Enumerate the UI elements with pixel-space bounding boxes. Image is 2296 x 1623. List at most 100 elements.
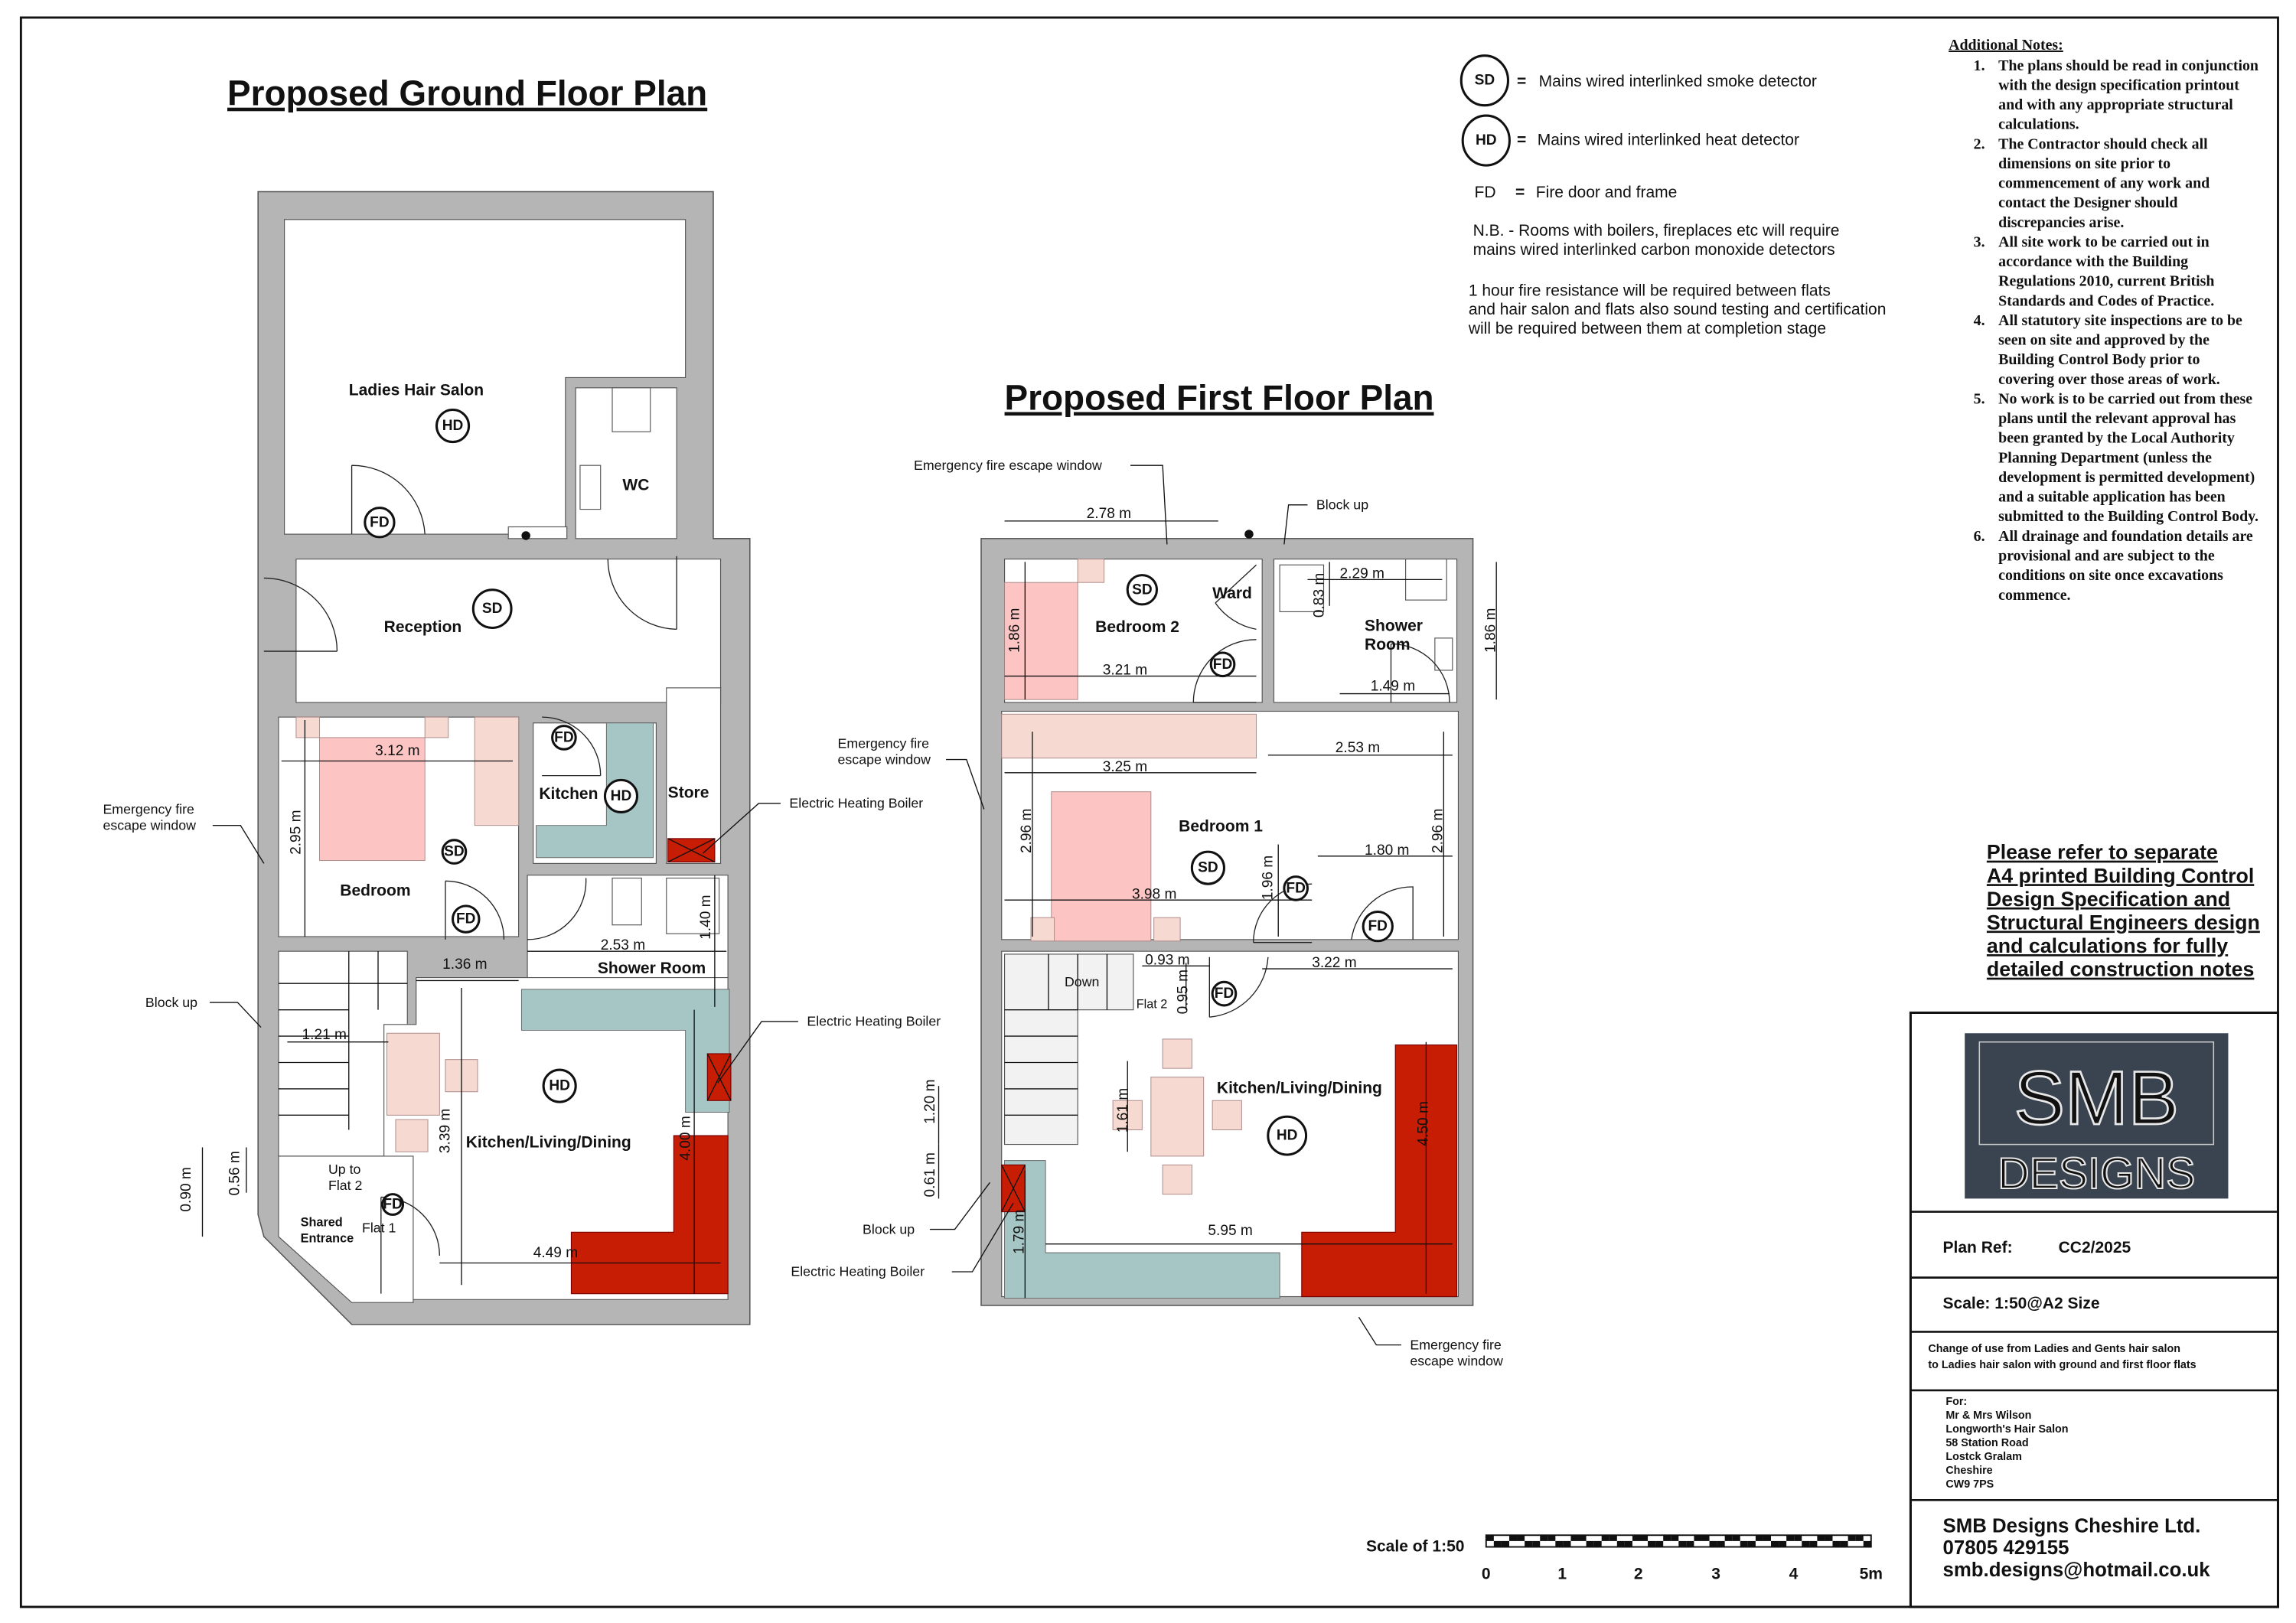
scale-tick-label: 3 [1711, 1566, 1720, 1583]
fire-door[interactable] [445, 880, 505, 940]
dimension-label: 2.78 m [1087, 506, 1131, 522]
wardrobe-door[interactable] [1215, 564, 1257, 631]
boiler-cross-icon [706, 1053, 732, 1101]
scale-tick-label: 4 [1789, 1566, 1799, 1583]
scale-bar-segment [1609, 1535, 1617, 1541]
dimension-label: 3.12 m [375, 743, 419, 759]
bed [1051, 791, 1152, 942]
room-label: Shower Room [598, 960, 706, 977]
stair-label: Down [1065, 974, 1099, 989]
dining-table [1150, 1077, 1205, 1157]
callout-leader [717, 1021, 798, 1084]
dimension-label: 3.21 m [1103, 663, 1147, 679]
legend-nb: mains wired interlinked carbon monoxide … [1473, 241, 1835, 259]
scale-bar-segment [1740, 1540, 1748, 1547]
scale-tick-label: 1 [1557, 1566, 1567, 1583]
scale-bar-segment [1786, 1535, 1795, 1541]
company-phone: 07805 429155 [1943, 1537, 2069, 1559]
dimension-label: 0.56 m [227, 1151, 243, 1195]
dimension-label: 2.53 m [1336, 740, 1380, 756]
client-line: For: [1945, 1396, 1967, 1408]
smoke-detector-icon: SD [482, 601, 503, 617]
callout-label: Electric Heating Boiler [791, 1264, 925, 1279]
dining-chair [1212, 1100, 1242, 1130]
fire-door[interactable] [351, 464, 426, 535]
scale-bar-segment [1486, 1535, 1494, 1541]
callout-label: escape window [103, 817, 196, 833]
scale-bar-segment [1755, 1535, 1763, 1541]
side-table [395, 1119, 429, 1152]
kitchen-worktop [536, 722, 654, 859]
dimension-label: 0.93 m [1145, 952, 1189, 968]
scale-bar-segment [1855, 1535, 1864, 1541]
door[interactable] [607, 556, 677, 631]
refer-line: and calculations for fully [1987, 934, 2228, 957]
fire-door-icon: FD [383, 1197, 402, 1213]
logo-smb: SMB [2014, 1056, 2179, 1141]
heat-detector-icon: HD [549, 1078, 570, 1094]
plan-ref-value: CC2/2025 [2059, 1239, 2131, 1256]
dimension-label: 5.95 m [1208, 1223, 1252, 1239]
door[interactable] [263, 577, 338, 652]
description-line: to Ladies hair salon with ground and fir… [1928, 1359, 2196, 1371]
note-line: provisional and are subject to the [1998, 548, 2215, 565]
refer-line: Design Specification and [1987, 888, 2230, 911]
room-label: Kitchen/Living/Dining [1217, 1080, 1382, 1097]
callout-label: Block up [1316, 497, 1368, 513]
scale-bar-segment [1601, 1535, 1609, 1541]
wardrobe [1001, 713, 1257, 759]
title-block: SMB DESIGNS Plan Ref: CC2/2025 Scale: 1:… [1909, 1011, 2280, 1608]
fire-door[interactable] [542, 716, 602, 777]
dimension-label: 4.50 m [1415, 1101, 1431, 1146]
scale-bar-segment [1517, 1535, 1525, 1541]
callout-label: Electric Heating Boiler [807, 1014, 941, 1029]
fire-door-icon: FD [1286, 880, 1305, 896]
wash-basin [612, 877, 642, 926]
callout-label: Emergency fire [103, 801, 194, 816]
refer-line: Please refer to separate [1987, 841, 2218, 864]
fire-door-icon: FD [456, 911, 475, 927]
fire-door[interactable] [1351, 886, 1414, 940]
logo-designs: DESIGNS [1998, 1149, 2195, 1198]
bed [1004, 582, 1078, 700]
scale-bar-segment [1678, 1540, 1687, 1547]
note-line: Planning Department (unless the [1998, 449, 2212, 466]
door[interactable] [1390, 643, 1450, 703]
scale-bar-segment [1832, 1540, 1841, 1547]
scale-bar-segment [1701, 1535, 1710, 1541]
boiler-cross-icon [667, 838, 716, 863]
smoke-detector-icon: SD [1198, 860, 1218, 876]
ground-floor-plan: Proposed Ground Floor Plan [103, 73, 941, 1325]
scale-bar-segment [1794, 1535, 1802, 1541]
room-label: Bedroom [340, 882, 410, 899]
flat-label: Flat 2 [1137, 998, 1168, 1012]
door[interactable] [527, 878, 587, 940]
fire-door-icon: FD [554, 729, 573, 745]
dining-chair [1162, 1038, 1192, 1069]
smb-designs-logo: SMB DESIGNS [1965, 1033, 2229, 1199]
scale-bar-segment [1817, 1535, 1825, 1541]
room-label: Reception [384, 618, 462, 636]
shower-tray [1279, 564, 1325, 613]
note-line: Regulations 2010, current British [1998, 273, 2214, 290]
bedside-table [295, 716, 320, 738]
callout-leader [1358, 1316, 1401, 1346]
room-label: Room [1365, 636, 1411, 653]
dimension-label: 3.25 m [1103, 759, 1147, 775]
fire-door-icon: FD [1213, 657, 1232, 673]
legend-hd-text: Mains wired interlinked heat detector [1538, 131, 1799, 148]
callout-label: Electric Heating Boiler [789, 796, 923, 811]
scale-bar-segment [1686, 1540, 1694, 1547]
stair-treads [278, 951, 408, 1130]
company-email: smb.designs@hotmail.co.uk [1943, 1559, 2211, 1581]
dimension-lines [938, 520, 1497, 1299]
scale-tick-label: 0 [1482, 1566, 1491, 1583]
room-label: Kitchen/Living/Dining [466, 1133, 631, 1151]
dimension-label: 1.40 m [698, 895, 714, 939]
heat-detector-icon: HD [611, 788, 632, 804]
room-store [666, 687, 722, 864]
note-line: plans until the relevant approval has [1998, 410, 2236, 427]
note-number: 5. [1974, 390, 1985, 407]
dimension-label: 0.61 m [922, 1152, 938, 1197]
flat-label: Flat 1 [362, 1220, 396, 1235]
